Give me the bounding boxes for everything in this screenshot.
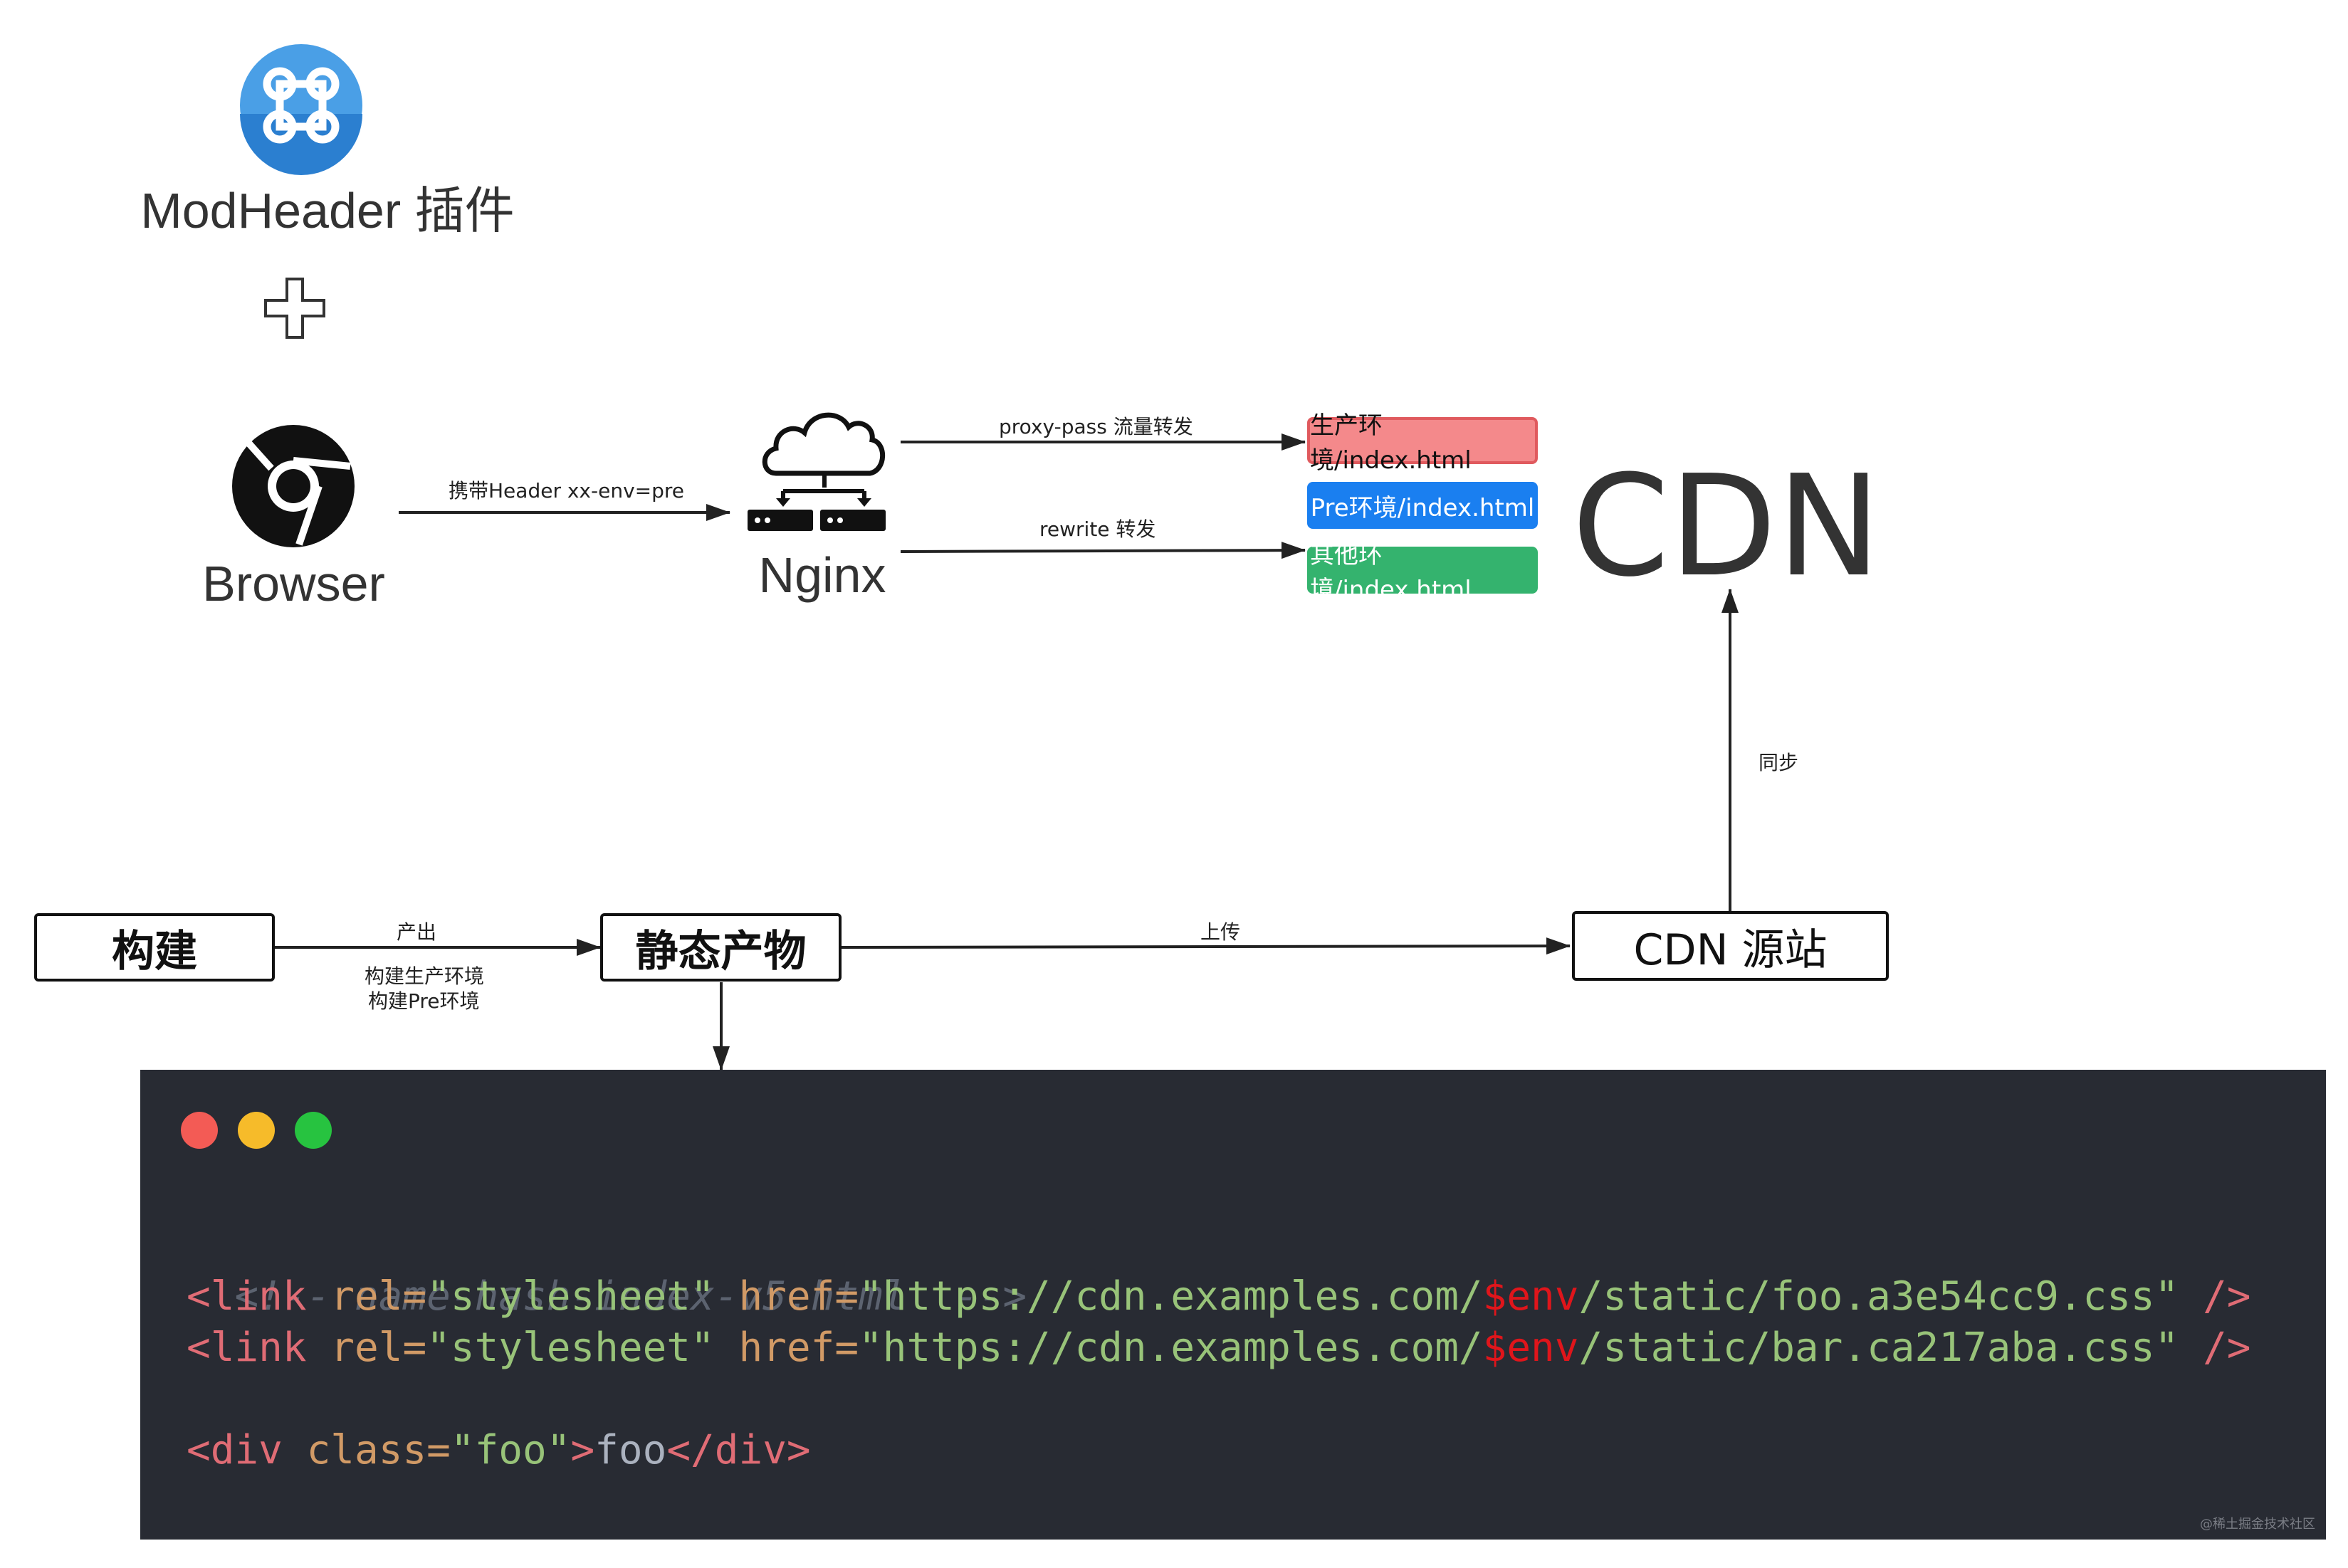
code-string: "https://cdn.examples.com/ (859, 1325, 1483, 1371)
window-close-dot (181, 1112, 218, 1149)
code-line-comment: <!-- name-hash-index-v5.html --> (187, 1220, 1027, 1322)
code-text: foo (594, 1427, 667, 1473)
code-attr: href= (738, 1273, 859, 1320)
target-pre: Pre环境/index.html (1307, 482, 1538, 529)
code-string: /static/bar.ca217aba.css" (1578, 1325, 2203, 1371)
edge-label-sync: 同步 (1759, 751, 1799, 774)
target-prod-label: 生产环境/index.html (1310, 411, 1472, 475)
code-line-link-foo: <link rel="stylesheet" href="https://cdn… (187, 1271, 2251, 1322)
target-other: 其他环境/index.html (1307, 541, 1538, 604)
artifact-box: 静态产物 (600, 913, 842, 982)
code-line-div: <div class="foo">foo</div> (187, 1425, 811, 1476)
code-tag: </div> (666, 1427, 811, 1473)
modheader-icon (240, 44, 362, 175)
watermark: @稀土掘金技术社区 (2200, 1517, 2315, 1532)
code-string: "https://cdn.examples.com/ (859, 1273, 1483, 1320)
edge-label-upload: 上传 (1200, 920, 1241, 944)
code-env-var: $env (1482, 1325, 1579, 1371)
code-attr: class= (306, 1427, 451, 1473)
window-maximize-dot (295, 1112, 332, 1149)
target-other-label: 其他环境/index.html (1310, 541, 1472, 604)
modheader-label: ModHeader 插件 (140, 183, 515, 238)
edge-label-build-prod: 构建生产环境 (365, 964, 485, 988)
build-box-label: 构建 (112, 926, 197, 977)
code-tag: > (570, 1427, 595, 1473)
nginx-label: Nginx (758, 547, 886, 603)
artifact-box-label: 静态产物 (635, 926, 807, 977)
arrow-upload (841, 937, 1571, 955)
cdn-label: CDN (1571, 446, 1882, 608)
code-tag: <div (187, 1427, 307, 1473)
edge-label-build-pre: 构建Pre环境 (368, 989, 480, 1013)
code-attr: rel= (330, 1325, 427, 1371)
code-tag: <link (187, 1325, 331, 1371)
cdn-origin-box-label: CDN 源站 (1633, 925, 1828, 975)
chrome-icon (232, 425, 355, 547)
cdn-origin-box: CDN 源站 (1572, 911, 1889, 981)
edge-label-proxy-pass: proxy-pass 流量转发 (999, 415, 1193, 438)
code-comment: <!-- name-hash-index-v5.html --> (234, 1273, 1027, 1320)
edge-label-rewrite: rewrite 转发 (1039, 517, 1156, 541)
code-attr: rel= (330, 1273, 427, 1320)
nginx-server-icon (748, 412, 886, 531)
target-prod: 生产环境/index.html (1307, 411, 1538, 475)
code-env-var: $env (1482, 1273, 1579, 1320)
code-tag: <link (187, 1273, 331, 1320)
build-box: 构建 (34, 913, 275, 982)
edge-label-output: 产出 (397, 920, 437, 944)
code-window (140, 1070, 2326, 1540)
plus-icon (264, 278, 325, 339)
code-line-link-bar: <link rel="stylesheet" href="https://cdn… (187, 1322, 2251, 1374)
code-string: "foo" (450, 1427, 571, 1473)
code-tag: /> (2203, 1325, 2251, 1371)
target-pre-label: Pre环境/index.html (1310, 493, 1535, 522)
code-string: "stylesheet" (426, 1273, 739, 1320)
code-string: "stylesheet" (426, 1325, 739, 1371)
code-string: /static/foo.a3e54cc9.css" (1578, 1273, 2203, 1320)
code-tag: /> (2203, 1273, 2251, 1320)
browser-label: Browser (202, 556, 385, 611)
window-minimize-dot (238, 1112, 275, 1149)
code-attr: href= (738, 1325, 859, 1371)
arrow-rewrite (900, 542, 1306, 559)
edge-label-header: 携带Header xx-env=pre (449, 479, 684, 503)
